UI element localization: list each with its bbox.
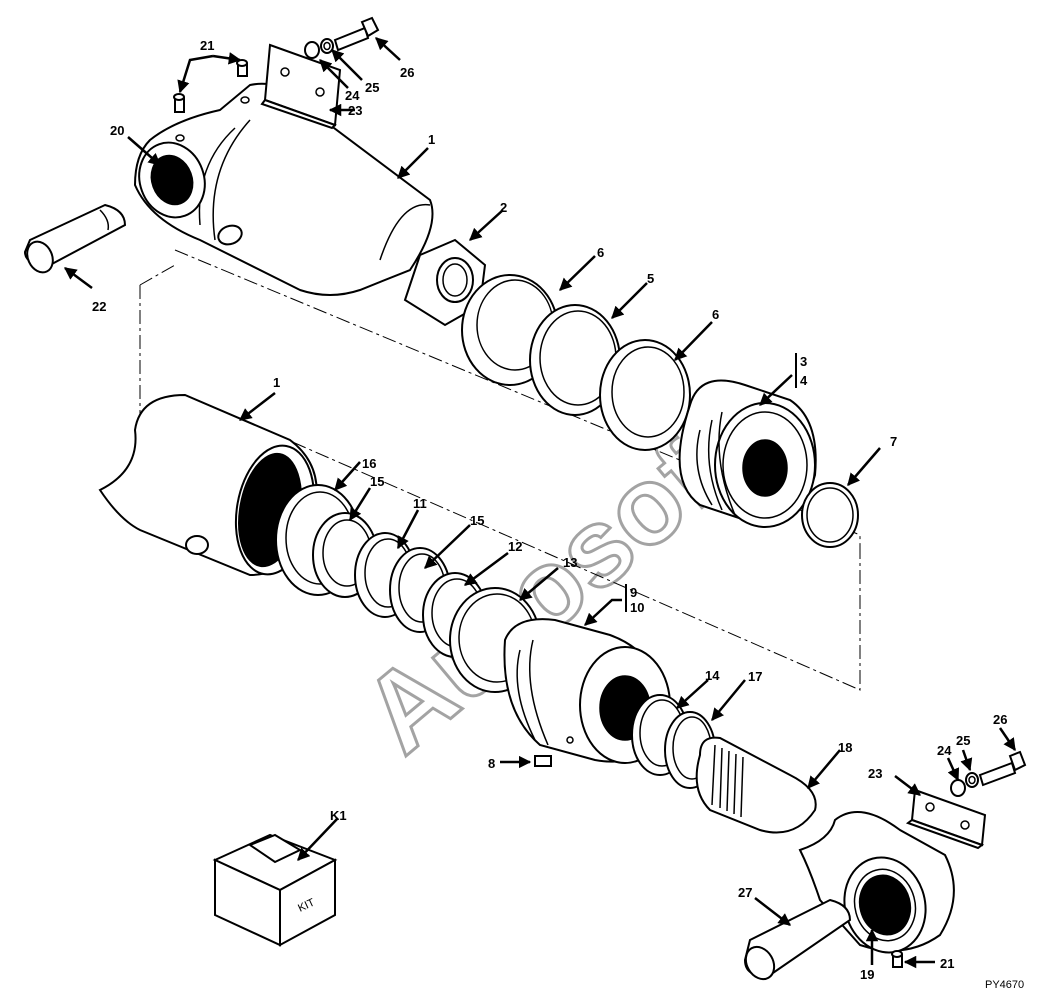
callout-16: 16 — [362, 456, 376, 471]
callout-23-bottom: 23 — [868, 766, 882, 781]
callout-10: 10 — [630, 600, 644, 615]
bracket-marks — [625, 353, 797, 612]
callout-4: 4 — [800, 373, 808, 388]
callout-9: 9 — [630, 585, 637, 600]
nut — [403, 238, 487, 327]
callout-17: 17 — [748, 669, 762, 684]
seal-kit-box: KIT — [212, 833, 338, 947]
callout-25-top: 25 — [365, 80, 379, 95]
callout-3: 3 — [800, 354, 807, 369]
piston-rod — [695, 736, 817, 834]
callout-20: 20 — [110, 123, 124, 138]
callout-24-top: 24 — [345, 88, 360, 103]
callout-25-bottom: 25 — [956, 733, 970, 748]
set-screw — [534, 755, 552, 767]
callout-26-bottom: 26 — [993, 712, 1007, 727]
callout-21-bottom: 21 — [940, 956, 954, 971]
grease-fitting-bottom — [891, 950, 903, 968]
callout-1-mid: 1 — [273, 375, 280, 390]
piston — [678, 379, 817, 528]
callout-5: 5 — [647, 271, 654, 286]
cylinder-barrel-top — [133, 82, 434, 296]
callout-15-a: 15 — [370, 474, 384, 489]
callout-26-top: 26 — [400, 65, 414, 80]
callout-1-top: 1 — [428, 132, 435, 147]
callout-arrows — [63, 37, 1017, 969]
callout-6-b: 6 — [712, 307, 719, 322]
callout-7: 7 — [890, 434, 897, 449]
bolt-set-top — [304, 16, 380, 59]
callout-k1: K1 — [330, 808, 347, 823]
callout-8: 8 — [488, 756, 495, 771]
callout-2: 2 — [500, 200, 507, 215]
callout-6-a: 6 — [597, 245, 604, 260]
callout-14: 14 — [705, 668, 720, 683]
callout-24-bottom: 24 — [937, 743, 952, 758]
pin-top — [23, 203, 127, 274]
callout-12: 12 — [508, 539, 522, 554]
gland — [503, 618, 671, 764]
callout-11: 11 — [413, 496, 427, 511]
wear-ring-6b — [599, 339, 691, 451]
callout-labels: 20 21 23 24 25 26 1 2 6 5 6 3 4 7 22 1 1… — [92, 38, 1007, 982]
bolt-set-bottom — [950, 750, 1027, 797]
mounting-plate-bottom — [905, 788, 987, 850]
callout-18: 18 — [838, 740, 852, 755]
callout-19: 19 — [860, 967, 874, 982]
callout-23-top: 23 — [348, 103, 362, 118]
cylinder-barrel-mid — [98, 393, 318, 577]
drawing-code: PY4670 — [985, 979, 1024, 991]
callout-27: 27 — [738, 885, 752, 900]
o-ring-7 — [801, 482, 859, 548]
pin-bottom — [743, 898, 852, 981]
callout-21-top: 21 — [200, 38, 214, 53]
callout-22: 22 — [92, 299, 106, 314]
callout-13: 13 — [563, 555, 577, 570]
callout-15-b: 15 — [470, 513, 484, 528]
